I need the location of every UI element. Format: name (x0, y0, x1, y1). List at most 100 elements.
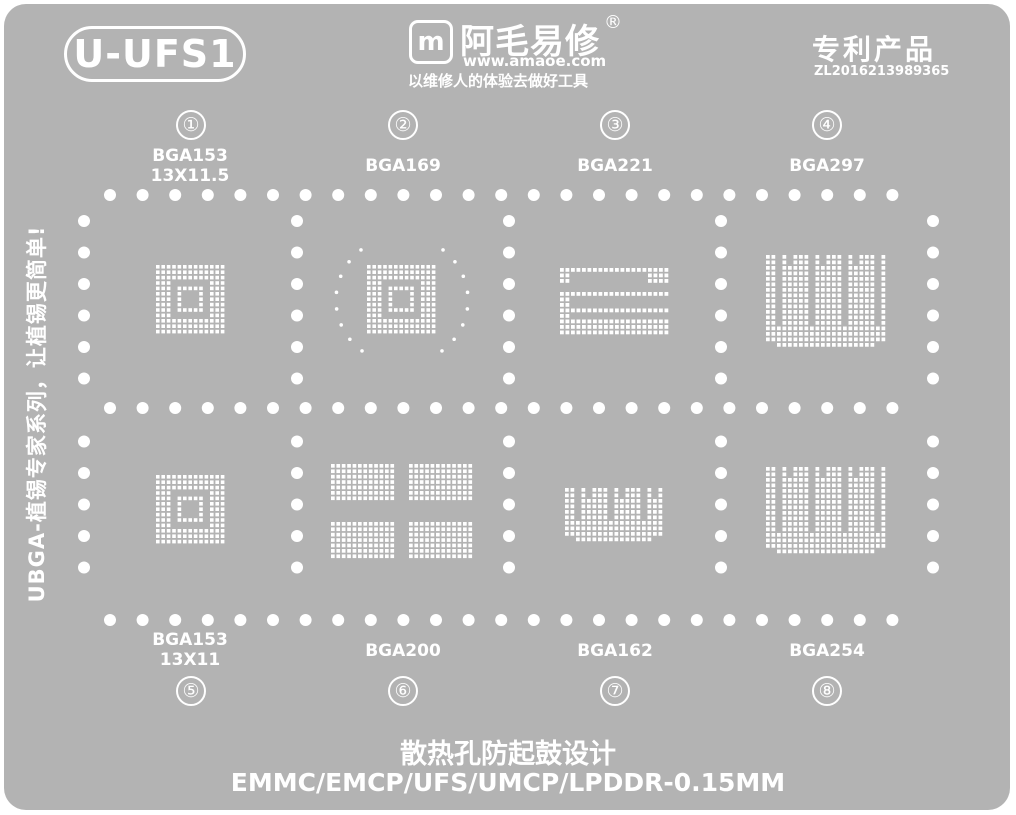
solder-pad (793, 489, 798, 493)
solder-pad (793, 321, 798, 325)
solder-pad (334, 307, 339, 311)
solder-pad (766, 310, 770, 314)
solder-pad (570, 532, 575, 536)
solder-pad (609, 532, 613, 536)
solder-pad (804, 544, 809, 548)
solder-pad (865, 326, 869, 331)
solder-pad (881, 332, 886, 336)
solder-pad (810, 326, 814, 331)
vent-hole (136, 402, 149, 414)
solder-pad (426, 265, 430, 269)
solder-pad (161, 507, 165, 511)
solder-pad (837, 260, 842, 265)
chip-label: BGA153 13X11.5 (130, 146, 250, 186)
solder-pad (659, 308, 663, 313)
solder-pad (565, 526, 569, 531)
solder-pad (848, 310, 853, 314)
solder-pad (614, 526, 619, 531)
solder-pad (368, 474, 373, 479)
solder-pad (848, 299, 853, 303)
solder-pad (832, 304, 836, 309)
solder-pad (799, 549, 803, 554)
solder-pad (436, 554, 440, 559)
model-name: U-UFS1 (73, 32, 237, 76)
solder-pad (604, 292, 608, 296)
solder-pad (199, 265, 203, 269)
solder-pad (193, 270, 198, 274)
solder-pad (766, 483, 770, 488)
brand-logo-icon (409, 20, 453, 64)
solder-pad (587, 325, 592, 329)
solder-pad (436, 532, 440, 537)
solder-pad (358, 464, 362, 468)
solder-pad (592, 499, 597, 503)
solder-pad (457, 464, 462, 468)
solder-pad (587, 515, 591, 520)
solder-pad (799, 315, 803, 320)
solder-pad (215, 286, 219, 291)
solder-pad (220, 292, 225, 296)
solder-pad (399, 275, 403, 280)
solder-pad (565, 308, 570, 313)
solder-pad (793, 467, 798, 471)
vent-hole (853, 614, 866, 626)
solder-pad (431, 265, 436, 269)
solder-pad (782, 489, 787, 493)
solder-pad (626, 319, 630, 324)
solder-pad (560, 330, 564, 335)
chip-number: ⑥ (388, 676, 418, 706)
solder-pad (653, 521, 657, 525)
solder-pad (881, 326, 886, 331)
solder-pad (653, 273, 658, 278)
solder-pad (377, 292, 382, 296)
solder-pad (793, 299, 798, 303)
solder-pad (363, 543, 368, 548)
solder-pad (826, 304, 831, 309)
solder-pad (848, 304, 853, 309)
solder-pad (188, 518, 192, 522)
solder-pad (821, 293, 825, 298)
solder-pad (204, 265, 209, 269)
solder-pad (821, 277, 825, 281)
vent-hole (78, 215, 90, 227)
solder-pad (582, 319, 586, 324)
solder-pad (837, 538, 842, 543)
solder-pad (377, 302, 382, 307)
solder-pad (581, 521, 586, 525)
solder-pad (183, 539, 187, 544)
solder-pad (581, 510, 586, 514)
solder-pad (399, 319, 403, 323)
solder-pad (870, 549, 875, 554)
solder-pad (177, 518, 182, 522)
solder-pad (440, 349, 444, 353)
solder-pad (620, 325, 625, 329)
solder-pad (653, 292, 658, 296)
solder-pad (626, 325, 630, 329)
solder-pad (848, 288, 853, 292)
solder-pad (457, 469, 462, 474)
solder-pad (815, 483, 820, 488)
solder-pad (626, 330, 630, 335)
solder-pad (358, 496, 362, 501)
solder-pad (358, 522, 362, 526)
solder-pad (446, 554, 451, 559)
solder-pad (426, 297, 430, 301)
vent-hole (201, 402, 214, 414)
solder-pad (832, 472, 836, 477)
vent-hole (503, 278, 515, 290)
vent-hole (332, 614, 345, 626)
solder-pad (199, 308, 203, 312)
solder-pad (815, 288, 820, 292)
solder-pad (352, 554, 357, 559)
solder-pad (614, 499, 619, 503)
solder-pad (870, 315, 875, 320)
solder-pad (156, 523, 160, 528)
solder-pad (636, 526, 641, 531)
solder-pad (390, 554, 395, 559)
solder-pad (156, 308, 160, 312)
solder-pad (210, 281, 214, 285)
solder-pad (615, 325, 619, 329)
solder-pad (161, 313, 165, 318)
solder-pad (870, 337, 875, 342)
solder-pad (430, 538, 435, 542)
